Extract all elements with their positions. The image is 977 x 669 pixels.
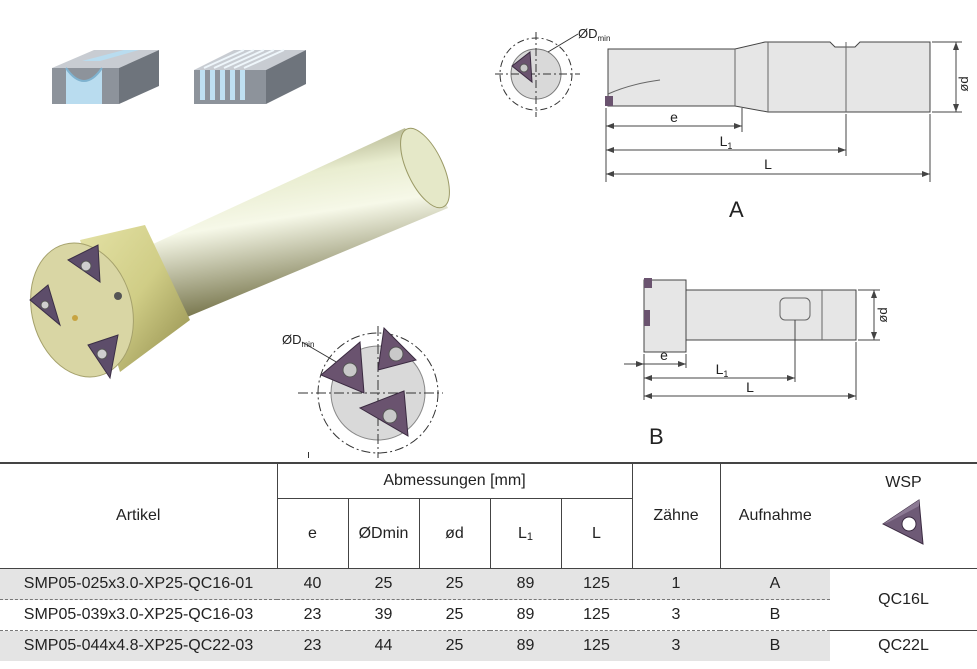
bolt xyxy=(114,292,122,300)
grooved-block-icon xyxy=(194,49,306,104)
d-label: ød xyxy=(956,76,971,91)
center-screw xyxy=(72,315,78,321)
header-l: L xyxy=(560,498,632,569)
workpiece-icons xyxy=(52,49,306,104)
e-label: e xyxy=(670,109,678,125)
header-dmin: ØDmin xyxy=(347,498,419,569)
l-label: L xyxy=(746,379,754,395)
insert xyxy=(377,326,417,371)
header-abmessungen: Abmessungen [mm] xyxy=(276,462,632,499)
insert xyxy=(87,334,119,380)
l1-label: L1 xyxy=(716,361,729,379)
insert xyxy=(67,244,101,283)
header-aufnahme: Aufnahme xyxy=(719,462,830,569)
drawing-a: ØDmin ød e L1 L xyxy=(495,26,971,182)
table-row: SMP05-044x4.8-XP25-QC22-03 23 44 25 89 1… xyxy=(0,630,977,661)
header-e: e xyxy=(276,498,348,569)
l-label: L xyxy=(764,156,772,172)
d-label: ød xyxy=(875,307,890,322)
drawing-b-label: B xyxy=(649,424,664,449)
shank xyxy=(140,127,450,320)
table-row: SMP05-039x3.0-XP25-QC16-03 23 39 25 89 1… xyxy=(0,599,977,631)
l1-label: L1 xyxy=(720,133,733,151)
insert xyxy=(29,284,61,327)
e-label: e xyxy=(660,347,668,363)
header-zaehne: Zähne xyxy=(631,462,720,569)
header-d: ød xyxy=(418,498,490,569)
table-row: SMP05-025x3.0-XP25-QC16-01 40 25 25 89 1… xyxy=(0,568,977,608)
insert xyxy=(644,310,650,326)
slot-block-icon xyxy=(52,50,159,104)
cutter-3d-render xyxy=(29,127,450,380)
drawing-b: ød e L1 L xyxy=(624,278,890,400)
wsp-group: QC22L xyxy=(830,630,977,661)
drawing-a-label: A xyxy=(729,197,744,222)
divider xyxy=(308,452,313,458)
wsp-insert-icon xyxy=(881,499,924,545)
header-wsp: WSP xyxy=(830,462,977,569)
insert xyxy=(358,390,409,437)
wsp-group: QC16L xyxy=(878,590,929,608)
header-wsp-label: WSP xyxy=(885,474,922,491)
insert xyxy=(320,340,365,394)
header-l1: L1 xyxy=(489,498,561,569)
insert xyxy=(605,96,613,106)
header-artikel: Artikel xyxy=(0,462,277,569)
dmin-label: ØDmin xyxy=(282,332,314,349)
insert xyxy=(644,278,652,288)
front-view-drawing: ØDmin xyxy=(282,326,443,458)
dmin-label: ØDmin xyxy=(578,26,610,43)
spec-table: Artikel Abmessungen [mm] Zähne Aufnahme … xyxy=(0,462,977,669)
